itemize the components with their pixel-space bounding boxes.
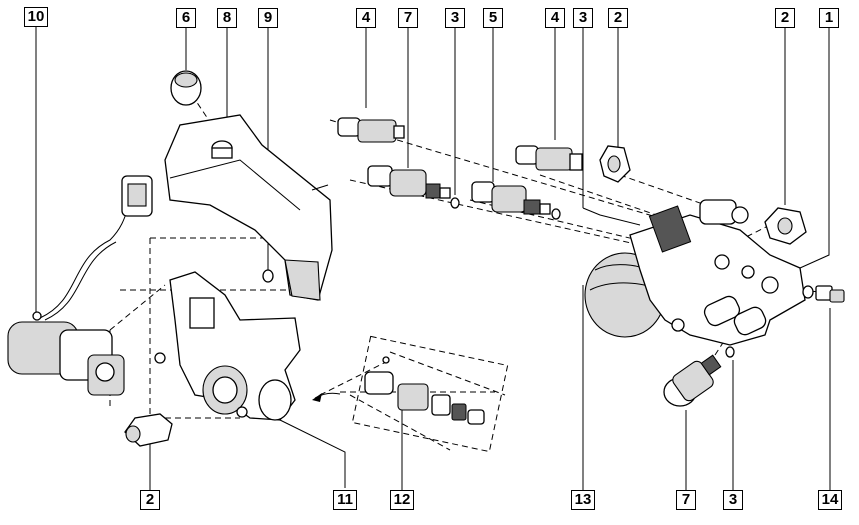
callout-11: 11	[333, 490, 357, 510]
callout-8: 8	[217, 8, 237, 28]
pump-motor	[7, 175, 153, 396]
elbow-fitting-upper	[599, 145, 631, 183]
callout-1: 1	[819, 8, 839, 28]
callout-2-upper: 2	[608, 8, 628, 28]
reservoir-cap	[170, 70, 202, 106]
callout-12: 12	[390, 490, 414, 510]
elbow-fitting-lower	[124, 413, 173, 447]
leader-lines	[35, 26, 831, 490]
callout-9: 9	[258, 8, 278, 28]
elbow-fitting-right	[764, 207, 807, 245]
callout-4-right: 4	[545, 8, 565, 28]
o-ring-3-middle	[551, 208, 561, 220]
solenoid-valve-7-upper	[367, 165, 451, 199]
callout-5: 5	[483, 8, 503, 28]
callout-4-left: 4	[356, 8, 376, 28]
solenoid-valve-4-right	[515, 145, 583, 171]
callout-3-middle: 3	[573, 8, 593, 28]
solenoid-valve-5	[471, 181, 551, 215]
callout-14: 14	[818, 490, 842, 510]
solenoid-valve-7-lower	[663, 354, 722, 407]
callout-2-right: 2	[775, 8, 795, 28]
callout-3-upper: 3	[445, 8, 465, 28]
callout-7-lower: 7	[676, 490, 696, 510]
o-ring-3-upper	[450, 197, 460, 209]
fluid-reservoir	[164, 114, 333, 301]
hydraulic-valve-block	[629, 199, 806, 346]
o-ring-3-lower	[725, 346, 735, 358]
location-arrow	[312, 392, 341, 402]
solenoid-valve-4-left	[337, 117, 405, 143]
callout-7-upper: 7	[398, 8, 418, 28]
callout-2-lower: 2	[140, 490, 160, 510]
union-fitting	[802, 285, 845, 303]
pump-housing-bracket	[154, 271, 301, 421]
valve-cartridge-set	[351, 335, 509, 453]
callout-6: 6	[176, 8, 196, 28]
callout-13: 13	[571, 490, 595, 510]
callout-3-lower: 3	[723, 490, 743, 510]
o-ring-9	[262, 269, 274, 283]
callout-10: 10	[24, 7, 48, 27]
